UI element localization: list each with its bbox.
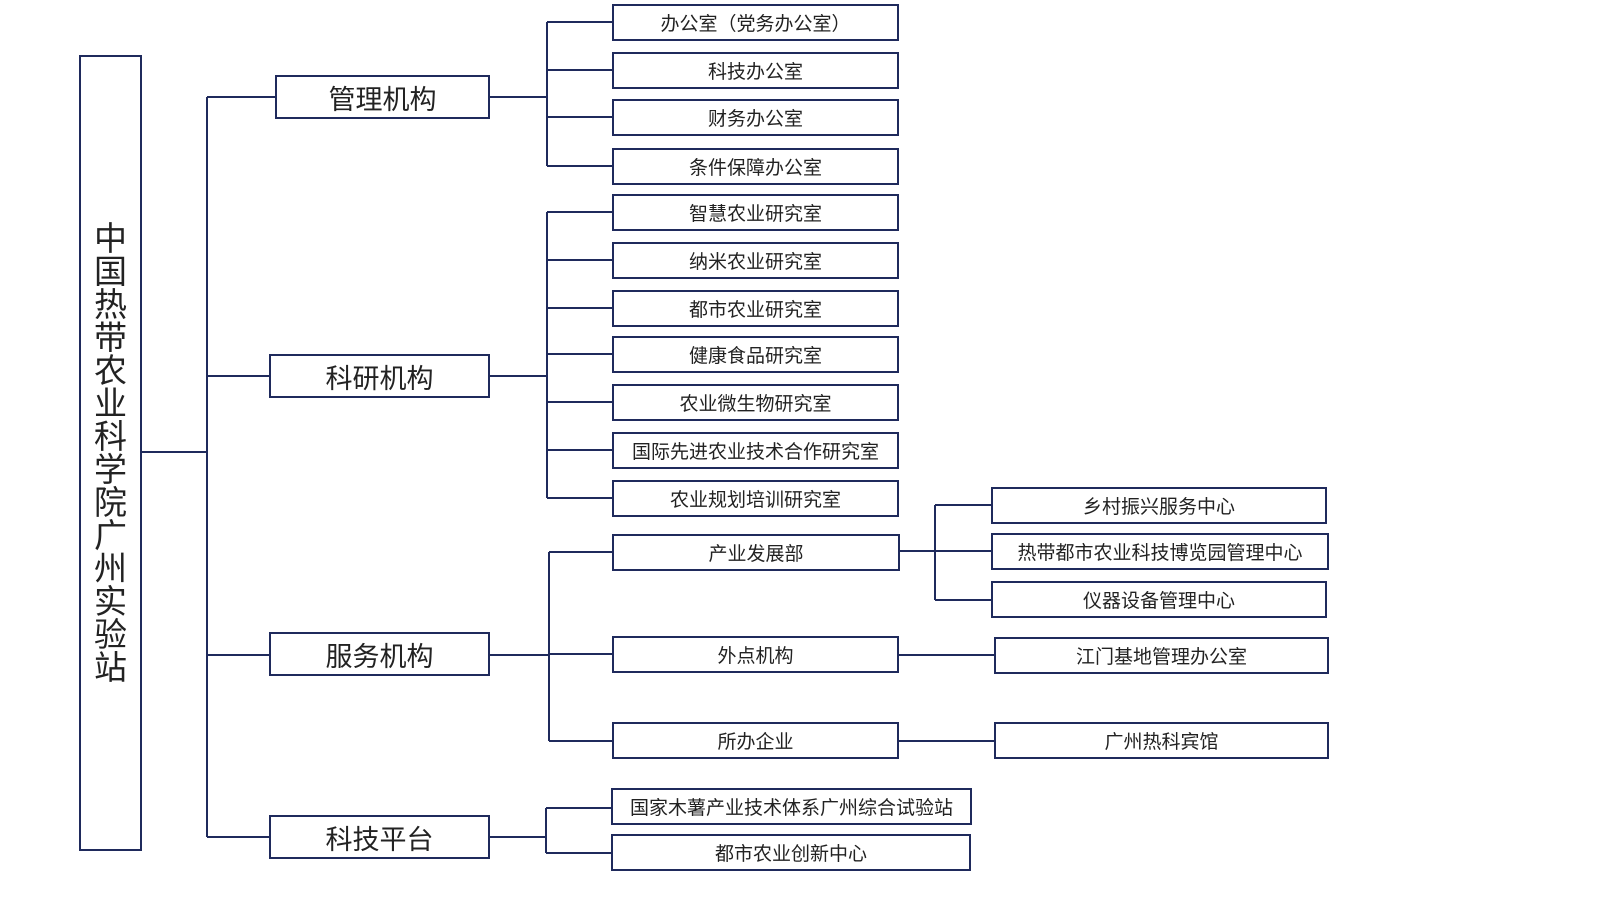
category-management: 管理机构 — [275, 75, 490, 119]
unit-outpost: 外点机构 — [612, 636, 899, 673]
unit-label: 国家木薯产业技术体系广州综合试验站 — [629, 797, 953, 819]
subunit-jiangmen-office: 江门基地管理办公室 — [994, 637, 1329, 674]
subunit-label: 乡村振兴服务中心 — [1082, 496, 1235, 518]
category-service: 服务机构 — [269, 632, 490, 676]
unit-label: 财务办公室 — [707, 108, 803, 130]
unit-nano-agri-lab: 纳米农业研究室 — [612, 242, 899, 279]
unit-label: 外点机构 — [717, 645, 794, 667]
subunit-expo-park: 热带都市农业科技博览园管理中心 — [991, 533, 1329, 570]
subunit-label: 仪器设备管理中心 — [1082, 590, 1235, 612]
unit-label: 办公室（党务办公室） — [660, 13, 851, 35]
category-platform: 科技平台 — [269, 815, 490, 859]
unit-label: 农业微生物研究室 — [679, 393, 832, 415]
subunit-label: 江门基地管理办公室 — [1075, 646, 1247, 668]
category-label: 服务机构 — [325, 641, 434, 673]
unit-label: 产业发展部 — [708, 543, 804, 565]
unit-label: 都市农业研究室 — [688, 299, 822, 321]
category-research: 科研机构 — [269, 354, 490, 398]
unit-label: 都市农业创新中心 — [714, 843, 867, 865]
unit-smart-agri-lab: 智慧农业研究室 — [612, 194, 899, 231]
unit-label: 农业规划培训研究室 — [669, 489, 841, 511]
unit-affiliated-enterprise: 所办企业 — [612, 722, 899, 759]
unit-cassava-station: 国家木薯产业技术体系广州综合试验站 — [611, 788, 972, 825]
unit-finance-office: 财务办公室 — [612, 99, 899, 136]
unit-label: 条件保障办公室 — [688, 157, 822, 179]
unit-general-office: 办公室（党务办公室） — [612, 4, 899, 41]
root-node: 中国热带农业科学院广州实验站 — [79, 55, 142, 851]
subunit-label: 广州热科宾馆 — [1104, 731, 1219, 753]
unit-facilities-office: 条件保障办公室 — [612, 148, 899, 185]
unit-label: 国际先进农业技术合作研究室 — [631, 441, 879, 463]
subunit-rural-revitalization: 乡村振兴服务中心 — [991, 487, 1327, 524]
unit-planning-training-lab: 农业规划培训研究室 — [612, 480, 899, 517]
unit-label: 纳米农业研究室 — [688, 251, 822, 273]
subunit-label: 热带都市农业科技博览园管理中心 — [1017, 542, 1303, 564]
category-label: 科技平台 — [325, 824, 434, 856]
unit-health-food-lab: 健康食品研究室 — [612, 336, 899, 373]
unit-industry-dev-dept: 产业发展部 — [612, 534, 900, 571]
unit-intl-coop-lab: 国际先进农业技术合作研究室 — [612, 432, 899, 469]
unit-label: 所办企业 — [717, 731, 794, 753]
unit-urban-innovation-center: 都市农业创新中心 — [611, 834, 971, 871]
unit-science-office: 科技办公室 — [612, 52, 899, 89]
subunit-hotel: 广州热科宾馆 — [994, 722, 1329, 759]
unit-label: 智慧农业研究室 — [688, 203, 822, 225]
root-label: 中国热带农业科学院广州实验站 — [94, 219, 127, 687]
unit-urban-agri-lab: 都市农业研究室 — [612, 290, 899, 327]
unit-label: 科技办公室 — [707, 61, 803, 83]
category-label: 科研机构 — [325, 363, 434, 395]
category-label: 管理机构 — [328, 84, 437, 116]
unit-microbe-lab: 农业微生物研究室 — [612, 384, 899, 421]
unit-label: 健康食品研究室 — [688, 345, 822, 367]
subunit-equipment-center: 仪器设备管理中心 — [991, 581, 1327, 618]
